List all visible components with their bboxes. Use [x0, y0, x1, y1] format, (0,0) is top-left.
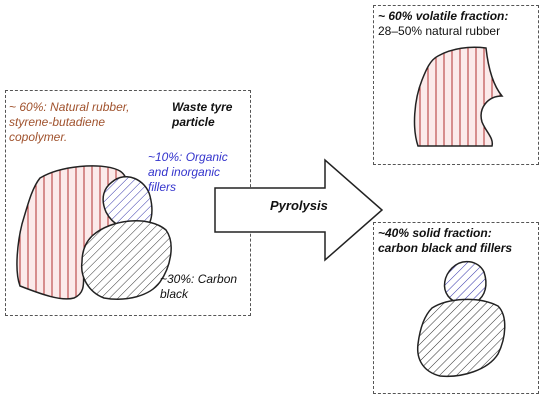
pyrolysis-arrow	[214, 158, 384, 262]
pyrolysis-label: Pyrolysis	[270, 198, 328, 213]
solid-fraction-title: ~40% solid fraction: carbon black and fi…	[378, 226, 513, 255]
carbon-label: ~30%: Carbon black	[160, 272, 238, 301]
volatile-fraction-subtitle: 28–50% natural rubber	[378, 24, 501, 38]
fillers-label: ~10%: Organic and inorganic fillers	[148, 150, 228, 194]
volatile-fraction-title: ~ 60% volatile fraction:	[378, 9, 509, 23]
volatile-rubber-shape	[413, 46, 504, 147]
solid-carbon-shape	[416, 298, 506, 378]
solid-fillers-shape	[443, 260, 487, 305]
carbon-region-shape	[80, 220, 172, 300]
waste-tyre-title: Waste tyre particle	[172, 100, 233, 129]
solid-fraction-box	[373, 222, 539, 394]
volatile-fraction-box	[373, 5, 539, 165]
rubber-label: ~ 60%: Natural rubber, styrene-butadiene…	[9, 100, 130, 144]
